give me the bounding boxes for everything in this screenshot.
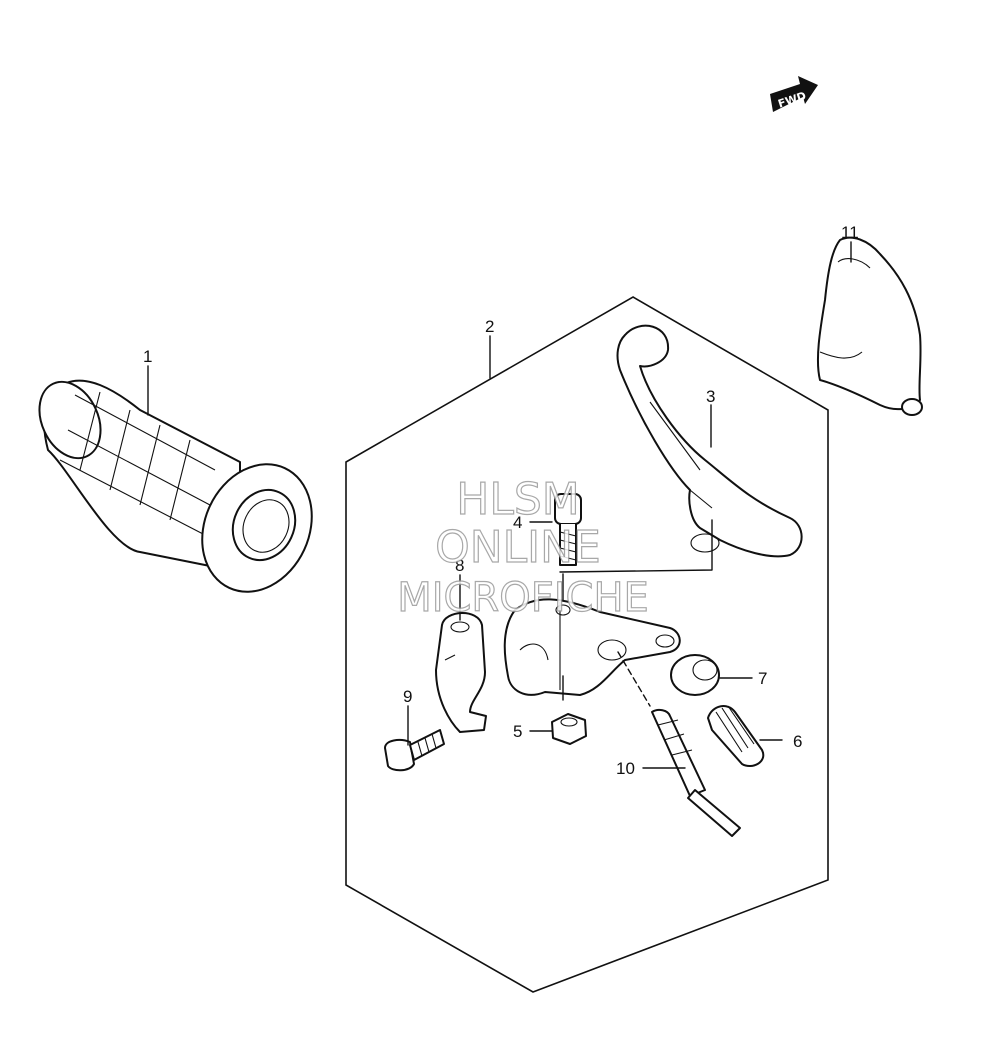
callout-9: 9 [403,687,412,706]
watermark-line-3: MICROFICHE [397,575,649,621]
callout-7: 7 [758,669,767,688]
nut-part-5 [551,713,587,745]
lever-bracket-part [503,598,681,696]
bolt-part-9 [384,729,445,772]
callout-6: 6 [793,732,802,751]
hand-guard-part-11 [816,236,923,416]
watermark-line-1: HLSM [456,474,580,525]
fwd-direction-badge: FWD [770,76,818,112]
callout-10: 10 [616,759,635,778]
callout-3: 3 [706,387,715,406]
callout-2: 2 [485,317,494,336]
bolt-part-4 [554,493,582,566]
watermark: HLSM ONLINE MICROFICHE [397,473,650,621]
locknut-part-7 [670,654,720,696]
callout-labels: 1 2 3 4 5 6 7 8 9 10 11 [143,223,859,778]
callout-8: 8 [455,556,464,575]
callout-5: 5 [513,722,522,741]
cable-part-10 [617,651,741,837]
callout-4: 4 [513,513,522,532]
watermark-line-2: ONLINE [435,522,601,573]
callout-11: 11 [841,223,859,242]
callout-1: 1 [143,347,152,366]
adjuster-part-6 [707,705,765,768]
lever-part [616,324,803,558]
clamp-part-8 [435,612,487,733]
leader-lines [147,241,852,769]
grip-part [38,379,313,593]
assembly-outline [345,296,829,993]
